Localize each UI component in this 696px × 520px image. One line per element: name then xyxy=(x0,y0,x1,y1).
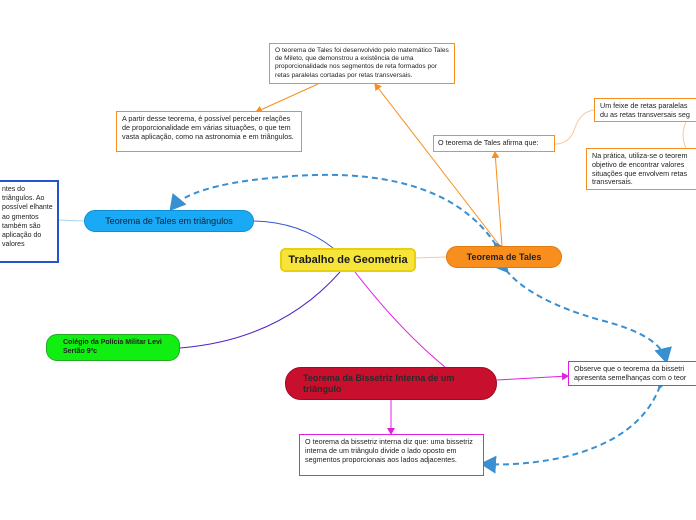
note-tales-afirma-text: O teorema de Tales afirma que: xyxy=(438,138,539,147)
link-historia-aplicacao xyxy=(255,83,319,114)
topic-colegio[interactable]: Colégio da Polícia Militar Levi Sertão 9… xyxy=(46,334,180,361)
note-pratica-text: Na prática, utiliza-se o teorem objetivo… xyxy=(592,151,688,187)
topic-colegio-label: Colégio da Polícia Militar Levi Sertão 9… xyxy=(63,339,162,355)
note-triangulos[interactable]: ntes do triângulos. Ao possível elhante … xyxy=(0,180,59,263)
note-tales-afirma[interactable]: O teorema de Tales afirma que: xyxy=(433,135,555,152)
note-bissetriz-definicao-text: O teorema da bissetriz interna diz que: … xyxy=(305,437,473,464)
central-topic-label: Trabalho de Geometria xyxy=(288,254,408,266)
link-feixe-pratica xyxy=(682,121,687,149)
relation-tales-observe xyxy=(491,255,672,364)
link-central-tales xyxy=(415,256,447,259)
link-tales-afirma xyxy=(491,151,503,247)
note-bissetriz-observe[interactable]: Observe que o teorema da bissetri aprese… xyxy=(568,361,696,386)
topic-tales-em-triangulos-label: Teorema de Tales em triângulos xyxy=(105,216,233,226)
note-feixe-retas[interactable]: Um feixe de retas paralelas du as retas … xyxy=(594,98,696,122)
note-aplicacao-text: A partir desse teorema, é possível perce… xyxy=(122,114,294,141)
note-bissetriz-observe-text: Observe que o teorema da bissetri aprese… xyxy=(574,364,687,382)
link-central-colegio xyxy=(179,271,341,349)
note-historia-tales[interactable]: O teorema de Tales foi desenvolvido pelo… xyxy=(269,43,455,84)
topic-teorema-bissetriz[interactable]: Teorema da Bissetriz Interna de um triân… xyxy=(285,367,497,400)
topic-tales-em-triangulos[interactable]: Teorema de Tales em triângulos xyxy=(84,210,254,232)
relation-observe-definicao xyxy=(480,371,673,474)
topic-teorema-de-tales[interactable]: Teorema de Tales xyxy=(446,246,562,268)
link-tales-historia xyxy=(374,83,501,247)
central-topic[interactable]: Trabalho de Geometria xyxy=(280,248,416,272)
link-central-bissetriz xyxy=(354,271,446,368)
note-historia-tales-text: O teorema de Tales foi desenvolvido pelo… xyxy=(275,47,449,79)
topic-teorema-de-tales-label: Teorema de Tales xyxy=(466,252,542,262)
link-central-triangulos xyxy=(253,220,334,249)
note-pratica[interactable]: Na prática, utiliza-se o teorem objetivo… xyxy=(586,148,696,190)
topic-teorema-bissetriz-label: Teorema da Bissetriz Interna de um triân… xyxy=(303,373,455,394)
relation-tales-triangulos xyxy=(169,173,511,260)
note-aplicacao[interactable]: A partir desse teorema, é possível perce… xyxy=(116,111,302,152)
note-feixe-retas-text: Um feixe de retas paralelas du as retas … xyxy=(600,101,690,119)
link-triangulos-texto xyxy=(57,219,85,222)
link-afirma-feixe xyxy=(554,109,595,145)
link-bissetriz-observe xyxy=(496,372,569,381)
note-bissetriz-definicao[interactable]: O teorema da bissetriz interna diz que: … xyxy=(299,434,484,476)
note-triangulos-text: ntes do triângulos. Ao possível elhante … xyxy=(2,186,53,249)
